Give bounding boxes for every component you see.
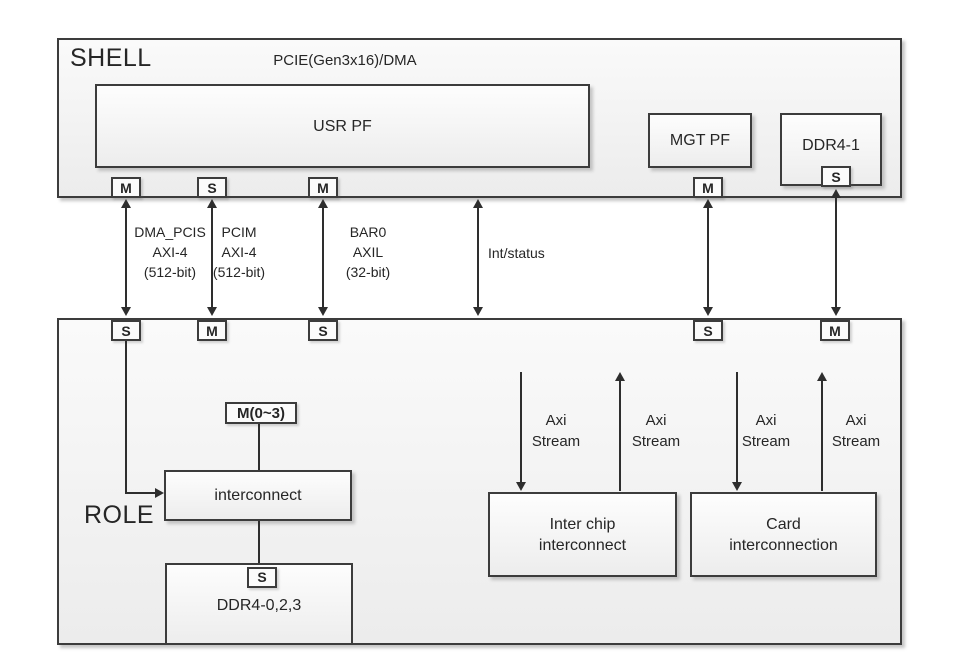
mgt-pf-box: MGT PF: [648, 113, 752, 168]
axi-stream-label-2: Axi Stream: [616, 410, 696, 452]
link-dma-pcis-label: DMA_PCIS AXI-4 (512-bit): [120, 222, 220, 282]
m0-3-port: M(0~3): [225, 402, 297, 424]
usr-pf-box: USR PF: [95, 84, 590, 168]
card-label-line2: interconnection: [729, 536, 838, 554]
link-pcim-label-line2: AXI-4: [221, 244, 257, 260]
link-dma-pcis-label-line2: AXI-4: [152, 244, 188, 260]
interconnect-box: interconnect: [164, 470, 352, 521]
card-label: Card interconnection: [729, 514, 838, 556]
axi-stream-label-3-line1: Axi: [755, 412, 777, 429]
link-bar0-arrow: [318, 199, 328, 316]
role-label: ROLE: [84, 501, 155, 529]
ddr4-023-label: DDR4-0,2,3: [216, 597, 302, 614]
shell-port-pcim-s: S: [197, 177, 227, 198]
link-pcim-label: PCIM AXI-4 (512-bit): [189, 222, 289, 282]
link-dma-pcis-arrow: [121, 199, 131, 316]
axi-stream-label-4-line2: Stream: [831, 433, 881, 450]
role-port-ddr4-m: M: [820, 320, 850, 341]
m0-3-link-line: [258, 424, 260, 470]
ddr4-023-box: S DDR4-0,2,3: [165, 563, 353, 645]
axi-stream-label-1-line1: Axi: [545, 412, 567, 429]
link-pcim-label-line1: PCIM: [221, 224, 257, 240]
link-dma-pcis-label-line1: DMA_PCIS: [134, 224, 206, 240]
ddr4-1-port-s: S: [821, 166, 851, 187]
ddr4-1-label: DDR4-1: [802, 137, 860, 154]
axi-stream-label-1-line2: Stream: [531, 433, 581, 450]
axi-stream-label-3-line2: Stream: [741, 433, 791, 450]
link-ddr4-1-arrow: [831, 189, 841, 316]
inter-chip-label-line2: interconnect: [538, 536, 627, 554]
inter-chip-label: Inter chip interconnect: [539, 514, 626, 556]
shell-bus-title: PCIE(Gen3x16)/DMA: [273, 52, 417, 69]
axi-stream-label-2-line1: Axi: [645, 412, 667, 429]
usr-pf-label: USR PF: [313, 117, 372, 135]
link-bar0-label-line1: BAR0: [349, 224, 387, 240]
role-port-pcim-m: M: [197, 320, 227, 341]
interconnect-label: interconnect: [214, 487, 302, 504]
axi-stream-label-2-line2: Stream: [631, 433, 681, 450]
axi-stream-out-arrow-2: [817, 372, 827, 491]
axi-stream-label-1: Axi Stream: [516, 410, 596, 452]
card-label-line1: Card: [766, 515, 801, 533]
link-int-status-arrow: [473, 199, 483, 316]
link-pcim-arrow: [207, 199, 217, 316]
link-bar0-label-line2: AXIL: [352, 244, 384, 260]
pcis-feed-vline: [125, 341, 127, 494]
link-dma-pcis-label-line3: (512-bit): [143, 264, 197, 280]
link-pcim-label-line3: (512-bit): [212, 264, 266, 280]
card-box: Card interconnection: [690, 492, 877, 577]
pcis-feed-arrow: [126, 488, 164, 498]
link-bar0-label-line3: (32-bit): [345, 264, 391, 280]
link-bar0-label: BAR0 AXIL (32-bit): [318, 222, 418, 282]
interconnect-ddr4-line: [258, 521, 260, 563]
role-port-dma-pcis-s: S: [111, 320, 141, 341]
axi-stream-label-4-line1: Axi: [845, 412, 867, 429]
role-port-mgt-s: S: [693, 320, 723, 341]
ddr4-023-port-s: S: [247, 567, 277, 588]
axi-stream-label-4: Axi Stream: [816, 410, 896, 452]
link-mgt-arrow: [703, 199, 713, 316]
mgt-pf-label: MGT PF: [669, 132, 731, 149]
inter-chip-label-line1: Inter chip: [549, 515, 616, 533]
shell-port-dma-pcis-m: M: [111, 177, 141, 198]
axi-stream-in-arrow-1: [516, 372, 526, 491]
axi-stream-in-arrow-2: [732, 372, 742, 491]
shell-label: SHELL: [70, 44, 152, 72]
shell-port-mgt-m: M: [693, 177, 723, 198]
axi-stream-out-arrow-1: [615, 372, 625, 491]
inter-chip-box: Inter chip interconnect: [488, 492, 677, 577]
shell-port-bar0-m: M: [308, 177, 338, 198]
axi-stream-label-3: Axi Stream: [726, 410, 806, 452]
role-port-bar0-s: S: [308, 320, 338, 341]
link-int-status-label: Int/status: [488, 245, 545, 261]
